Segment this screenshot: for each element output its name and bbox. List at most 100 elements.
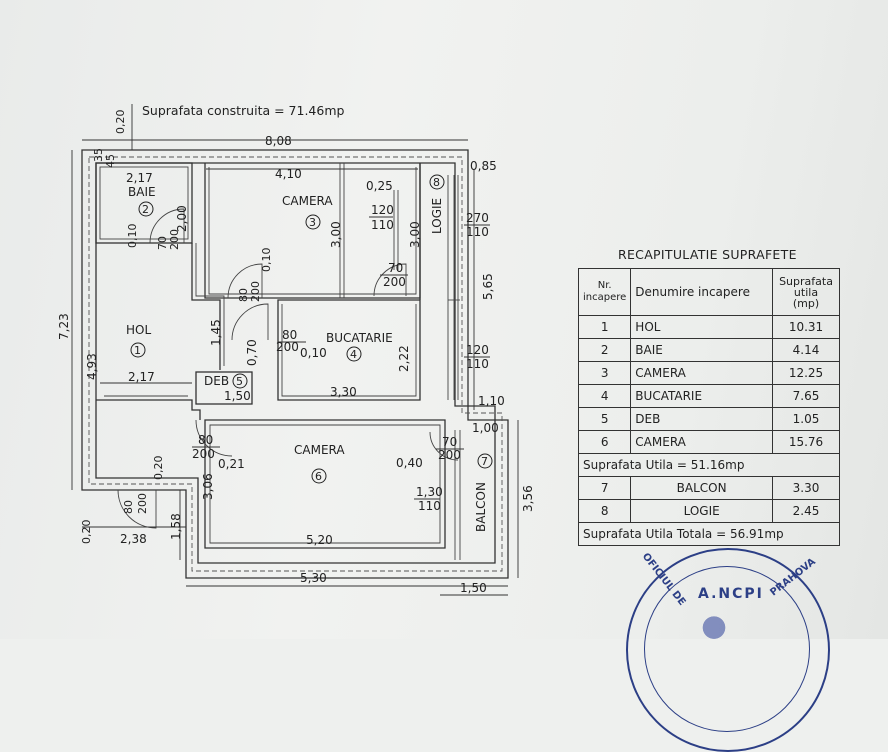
dim-label: 200 <box>168 229 181 250</box>
dim-label: 70 <box>388 261 403 275</box>
dim-label: 200 <box>192 447 215 461</box>
dim-label: 80 <box>198 433 213 447</box>
dimension-labels: 0,20 8,08 0,85 35 45 2,17 2,00 4,10 0,25… <box>57 110 535 596</box>
dim-label: 5,30 <box>300 571 327 585</box>
row-nr: 7 <box>577 476 632 500</box>
dim-label: 80 <box>282 328 297 342</box>
floor-plan: Suprafata construita = 71.46mp <box>57 103 535 596</box>
dim-label: 35 <box>92 148 105 162</box>
dim-label: 3,30 <box>330 385 357 399</box>
room-name-deb: DEB <box>204 374 229 388</box>
dim-label: 0,85 <box>470 159 497 173</box>
dim-label: 110 <box>466 357 489 371</box>
dim-label: 0,40 <box>396 456 423 470</box>
door-swings <box>117 208 459 529</box>
row-nr: 1 <box>577 315 632 339</box>
dim-label: 120 <box>371 203 394 217</box>
official-stamp: A.NCPI PRAHOVA OFICIUL DE <box>626 548 830 752</box>
row-den: BAIE <box>630 338 773 362</box>
built-area-title: Suprafata construita = 71.46mp <box>142 103 345 118</box>
dim-label: 2,17 <box>128 370 155 384</box>
row-val: 15.76 <box>772 430 840 454</box>
dim-label: 2,00 <box>175 205 189 232</box>
dim-label: 80 <box>122 500 135 514</box>
dim-label: 0,70 <box>245 339 259 366</box>
stamp-center-text: A.NCPI <box>698 586 764 602</box>
room-name-logie: LOGIE <box>430 198 444 234</box>
row-val: 4.14 <box>772 338 840 362</box>
header-nr: Nr. incapere <box>577 268 632 316</box>
row-nr: 6 <box>577 430 632 454</box>
dim-label: 0,20 <box>114 110 127 135</box>
dim-label: 4,10 <box>275 167 302 181</box>
row-val: 3.30 <box>772 476 840 500</box>
room-name-balcon: BALCON <box>474 482 488 532</box>
header-sup-top: Suprafata <box>779 274 833 288</box>
dim-label: 5,65 <box>481 273 495 300</box>
dim-label: 110 <box>418 499 441 513</box>
row-den: CAMERA <box>630 430 773 454</box>
dim-label: 80 <box>237 288 250 302</box>
row-val: 7.65 <box>772 384 840 408</box>
dim-label: 70 <box>156 236 169 250</box>
row-den: BALCON <box>630 476 773 500</box>
table-header-row: Nr. incapere Denumire incapere Suprafata… <box>577 268 840 316</box>
row-den: BUCATARIE <box>630 384 773 408</box>
dim-label: 0,10 <box>260 248 273 273</box>
room-number: 7 <box>481 455 488 468</box>
dim-label: 0,21 <box>218 457 245 471</box>
room-number: 5 <box>236 375 243 388</box>
row-nr: 3 <box>577 361 632 385</box>
dim-label: 200 <box>383 275 406 289</box>
dim-label: 1,30 <box>416 485 443 499</box>
dim-label: 110 <box>371 218 394 232</box>
dim-label: 1,58 <box>169 513 183 540</box>
row-den: LOGIE <box>630 499 773 523</box>
dim-label: 4,93 <box>85 353 99 380</box>
dim-label: 0,20 <box>80 520 93 545</box>
dim-label: 0,25 <box>366 179 393 193</box>
room-number: 8 <box>433 176 440 189</box>
room-number: 6 <box>315 470 322 483</box>
dim-label: 2,17 <box>126 171 153 185</box>
dim-label: 7,23 <box>57 313 71 340</box>
dim-label: 2,38 <box>120 532 147 546</box>
outer-walls <box>81 149 509 579</box>
dim-label: 5,20 <box>306 533 333 547</box>
room-name-baie: BAIE <box>128 185 156 199</box>
row-nr: 5 <box>577 407 632 431</box>
header-den: Denumire incapere <box>630 268 773 316</box>
room-name-bucatarie: BUCATARIE <box>326 331 393 345</box>
table-row: Suprafata Utila Totala = 56.91mp <box>578 522 840 546</box>
room-number: 1 <box>134 344 141 357</box>
header-sup-mid: utila <box>793 285 819 299</box>
row-nr: 8 <box>577 499 632 523</box>
row-val: 10.31 <box>772 315 840 339</box>
row-nr: 4 <box>577 384 632 408</box>
row-nr: 2 <box>577 338 632 362</box>
suprafata-utila: Suprafata Utila = 51.16mp <box>578 453 840 477</box>
interior-walls <box>95 162 461 560</box>
dim-label: 1,00 <box>472 421 499 435</box>
dim-label: 3,56 <box>521 485 535 512</box>
room-number: 2 <box>142 203 149 216</box>
row-den: HOL <box>630 315 773 339</box>
dim-label: 2,22 <box>397 345 411 372</box>
dim-label: 1,50 <box>224 389 251 403</box>
dim-label: 200 <box>249 281 262 302</box>
dim-label: 1,10 <box>478 394 505 408</box>
recap-table: Nr. incapere Denumire incapere Suprafata… <box>577 268 840 546</box>
dim-label: 8,08 <box>265 134 292 148</box>
row-val: 2.45 <box>772 499 840 523</box>
dim-label: 1,50 <box>460 581 487 595</box>
dim-label: 200 <box>438 448 461 462</box>
dim-label: 200 <box>136 493 149 514</box>
row-den: CAMERA <box>630 361 773 385</box>
header-nr-top: Nr. <box>597 280 612 291</box>
